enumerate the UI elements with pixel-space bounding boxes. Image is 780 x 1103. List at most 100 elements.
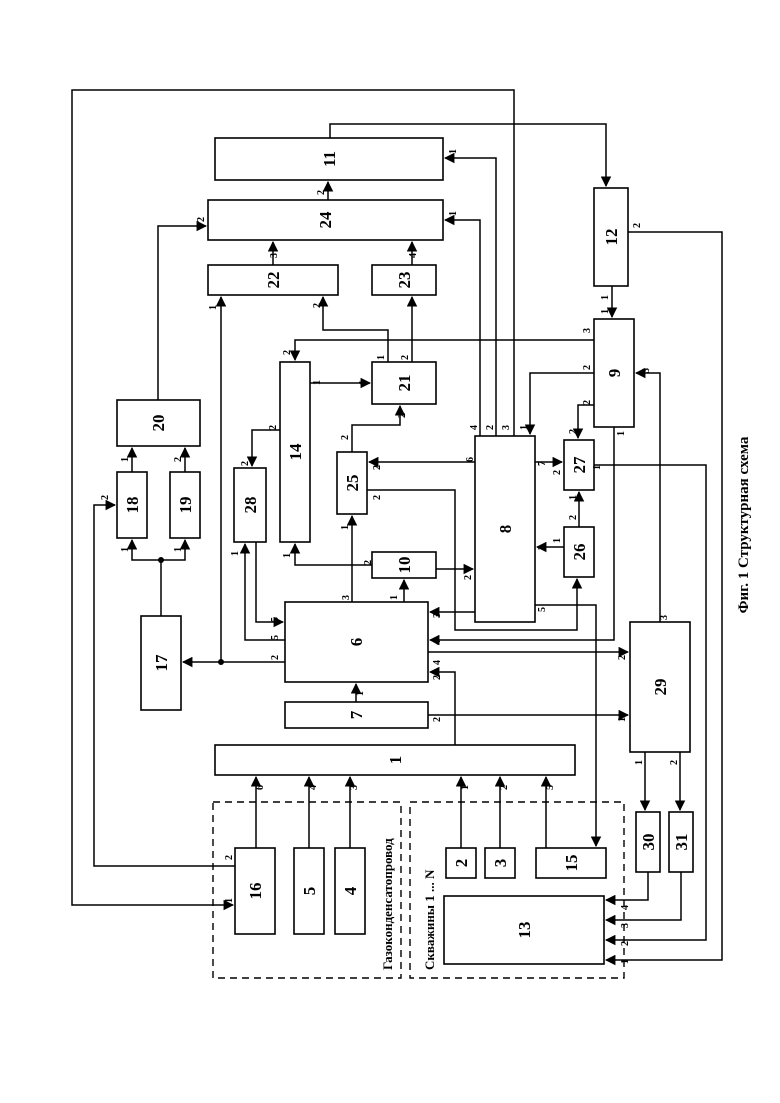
- svg-text:1: 1: [340, 525, 351, 530]
- svg-text:2: 2: [224, 855, 235, 860]
- svg-text:2: 2: [363, 560, 374, 565]
- conn-14-28: [252, 430, 280, 466]
- label-block-14: 14: [286, 443, 305, 461]
- svg-text:3: 3: [582, 328, 593, 333]
- svg-text:2: 2: [552, 470, 563, 475]
- svg-text:2: 2: [372, 465, 383, 470]
- label-block-11: 11: [320, 151, 339, 167]
- svg-text:1: 1: [519, 425, 530, 430]
- conn-8-11: [445, 158, 496, 436]
- svg-text:2: 2: [240, 461, 251, 466]
- conn-30-13: [606, 872, 648, 900]
- label-block-17: 17: [152, 654, 171, 672]
- label-block-5: 5: [300, 887, 319, 896]
- svg-text:1: 1: [230, 551, 241, 556]
- label-block-21: 21: [395, 375, 414, 392]
- svg-text:5: 5: [270, 617, 281, 622]
- svg-text:2: 2: [282, 350, 293, 355]
- svg-text:2: 2: [568, 515, 579, 520]
- svg-text:2: 2: [568, 429, 579, 434]
- svg-text:1: 1: [208, 305, 219, 310]
- svg-text:3: 3: [620, 923, 631, 928]
- label-block-28: 28: [241, 497, 260, 514]
- svg-text:1: 1: [389, 595, 400, 600]
- label-block-26: 26: [570, 544, 589, 561]
- svg-text:2: 2: [312, 303, 323, 308]
- conn-25-21: [352, 406, 400, 452]
- conn-21-22: [323, 297, 388, 362]
- pipeline-group-label: Газоконденсатопровод: [380, 838, 395, 970]
- svg-text:5: 5: [537, 607, 548, 612]
- svg-text:4: 4: [432, 640, 443, 645]
- conn-1-6: [430, 672, 455, 745]
- figure-caption: Фиг. 1 Структурная схема: [736, 436, 752, 613]
- label-block-18: 18: [123, 497, 142, 514]
- conn-8-15: [535, 605, 596, 846]
- label-block-24: 24: [316, 211, 335, 229]
- svg-text:2: 2: [270, 655, 281, 660]
- label-block-12: 12: [602, 229, 621, 246]
- svg-text:2: 2: [372, 495, 383, 500]
- svg-text:1: 1: [448, 211, 459, 216]
- svg-text:2: 2: [669, 760, 680, 765]
- svg-text:2: 2: [485, 425, 496, 430]
- conn-6-28: [245, 544, 285, 640]
- svg-text:2: 2: [632, 223, 643, 228]
- svg-text:6: 6: [255, 785, 266, 790]
- svg-text:2: 2: [268, 425, 279, 430]
- label-block-10: 10: [395, 557, 414, 574]
- svg-text:2: 2: [173, 457, 184, 462]
- label-block-13: 13: [515, 922, 534, 939]
- conn-9-27: [578, 405, 594, 438]
- label-block-20: 20: [149, 415, 168, 432]
- svg-text:2: 2: [100, 495, 111, 500]
- svg-text:1: 1: [634, 760, 645, 765]
- svg-text:1: 1: [120, 547, 131, 552]
- label-block-30: 30: [639, 834, 658, 851]
- svg-text:2: 2: [397, 413, 408, 418]
- svg-text:3: 3: [432, 613, 443, 618]
- svg-text:1: 1: [376, 355, 387, 360]
- label-block-3: 3: [491, 859, 510, 868]
- svg-text:1: 1: [224, 898, 235, 903]
- svg-text:5: 5: [545, 785, 556, 790]
- svg-text:2: 2: [196, 217, 207, 222]
- svg-text:2: 2: [582, 365, 593, 370]
- conn-10-14: [295, 544, 372, 565]
- svg-text:1: 1: [448, 149, 459, 154]
- svg-text:2: 2: [499, 785, 510, 790]
- svg-text:1: 1: [568, 495, 579, 500]
- svg-text:1: 1: [312, 380, 323, 385]
- svg-text:5: 5: [270, 635, 281, 640]
- svg-text:3: 3: [537, 545, 548, 550]
- svg-text:4: 4: [408, 253, 419, 258]
- svg-text:3: 3: [501, 425, 512, 430]
- wells-group-label: Скважины 1 ... N: [422, 869, 437, 970]
- svg-text:1: 1: [355, 691, 366, 696]
- label-block-15: 15: [562, 855, 581, 872]
- svg-text:2: 2: [316, 190, 327, 195]
- svg-text:1: 1: [358, 380, 369, 385]
- svg-text:4: 4: [620, 905, 631, 910]
- svg-text:2: 2: [582, 400, 593, 405]
- svg-text:1: 1: [616, 431, 627, 436]
- svg-text:4: 4: [469, 425, 480, 430]
- conn-9-14: [295, 340, 594, 360]
- label-block-6: 6: [347, 638, 366, 647]
- svg-text:2: 2: [400, 355, 411, 360]
- conn-29-9: [636, 373, 660, 622]
- conn-28-6: [256, 542, 283, 622]
- label-block-22: 22: [264, 272, 283, 289]
- label-block-8: 8: [496, 525, 515, 534]
- svg-text:1: 1: [600, 309, 611, 314]
- svg-text:1: 1: [592, 465, 603, 470]
- svg-text:4: 4: [432, 660, 443, 665]
- label-block-1: 1: [386, 756, 405, 765]
- svg-text:1: 1: [173, 547, 184, 552]
- label-block-7: 7: [347, 710, 366, 719]
- label-block-4: 4: [341, 886, 360, 895]
- label-block-27: 27: [570, 456, 589, 474]
- svg-text:2: 2: [432, 675, 443, 680]
- label-block-2: 2: [452, 859, 471, 868]
